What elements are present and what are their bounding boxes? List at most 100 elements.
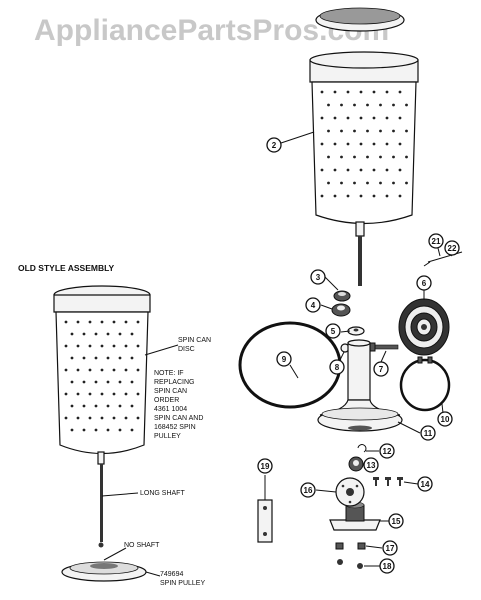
long-shaft-label: LONG SHAFT	[140, 490, 185, 497]
part-16-hub	[335, 477, 365, 507]
callout-circle	[379, 558, 395, 574]
callout-circle	[444, 240, 460, 256]
callout-circle	[437, 411, 453, 427]
callout-21: 21	[428, 233, 444, 249]
perforation-hole	[100, 320, 104, 324]
part-14-screws	[373, 477, 403, 486]
perforation-hole	[100, 392, 104, 396]
callout-8: 8	[329, 359, 345, 375]
callout-number: 17	[386, 544, 395, 553]
perforation-hole	[353, 155, 356, 159]
callout-17: 17	[382, 540, 398, 556]
spin-can-label-2: DISC	[178, 346, 195, 353]
perforation-hole	[372, 168, 376, 172]
callout-9: 9	[276, 351, 292, 367]
callout-number: 22	[448, 244, 457, 253]
perforation-hole	[76, 320, 80, 324]
perforation-hole	[359, 194, 363, 198]
part-7-bolt	[369, 342, 399, 352]
perforation-hole	[76, 368, 80, 372]
part-17-clips	[335, 542, 366, 550]
perforation-hole	[392, 155, 395, 159]
callout-circle	[305, 297, 321, 313]
callout-10: 10	[437, 411, 453, 427]
perforation-hole	[118, 428, 122, 432]
callout-14: 14	[417, 476, 433, 492]
perforation-hole	[112, 320, 116, 324]
callout-number: 4	[311, 301, 316, 310]
perforation-hole	[130, 428, 134, 432]
perforation-hole	[82, 428, 86, 432]
callout-circle	[276, 351, 292, 367]
perforation-hole	[366, 129, 369, 133]
no-shaft-label: NO SHAFT	[124, 542, 160, 549]
perforation-hole	[124, 344, 128, 348]
callout-circle	[373, 361, 389, 377]
perforation-hole	[124, 416, 128, 420]
note-line: SPIN CAN AND	[154, 415, 203, 422]
perforation-hole	[359, 116, 363, 120]
perforation-hole	[94, 332, 98, 336]
perforation-hole	[346, 194, 350, 198]
part-18-screws	[337, 559, 363, 569]
callout-number: 7	[379, 365, 384, 374]
perforation-hole	[82, 380, 86, 384]
callout-15: 15	[388, 513, 404, 529]
perforation-hole	[346, 90, 350, 94]
perforation-hole	[136, 368, 140, 372]
perforation-hole	[70, 428, 74, 432]
perforation-hole	[405, 181, 408, 185]
spin-can-perforations	[320, 90, 408, 198]
perforation-hole	[372, 116, 376, 120]
perforation-hole	[398, 142, 402, 146]
perforation-hole	[118, 356, 122, 360]
callout-circle	[325, 323, 341, 339]
perforation-hole	[366, 155, 369, 159]
perforation-hole	[353, 181, 356, 185]
perforation-hole	[70, 356, 74, 360]
callout-number: 12	[383, 447, 392, 456]
perforation-hole	[76, 392, 80, 396]
callout-number: 11	[424, 429, 433, 438]
part-15-housing	[329, 501, 381, 531]
spin-can-new	[309, 51, 419, 286]
callout-5: 5	[325, 323, 341, 339]
perforation-hole	[340, 155, 343, 159]
perforation-hole	[320, 116, 324, 120]
spin-can-old	[53, 285, 151, 548]
perforation-hole	[94, 428, 98, 432]
perforation-hole	[353, 129, 356, 133]
callout-number: 10	[441, 415, 450, 424]
part-10-ring	[399, 356, 451, 412]
perforation-hole	[124, 392, 128, 396]
note-line: SPIN CAN	[154, 388, 187, 395]
perforation-hole	[100, 344, 104, 348]
callout-4: 4	[305, 297, 321, 313]
perforation-hole	[327, 129, 330, 133]
perforation-hole	[88, 416, 92, 420]
perforation-hole	[320, 142, 324, 146]
perforation-hole	[70, 380, 74, 384]
callout-number: 15	[392, 517, 401, 526]
perforation-hole	[130, 404, 134, 408]
perforation-hole	[106, 356, 110, 360]
perforation-hole	[64, 320, 68, 324]
perforation-hole	[112, 368, 116, 372]
callout-18: 18	[379, 558, 395, 574]
note-line: 168452 SPIN	[154, 424, 196, 431]
perforation-hole	[392, 129, 395, 133]
perforation-hole	[392, 103, 395, 107]
perforation-hole	[379, 181, 382, 185]
perforation-hole	[392, 181, 395, 185]
perforation-hole	[327, 103, 330, 107]
perforation-hole	[379, 103, 382, 107]
perforation-hole	[340, 103, 343, 107]
perforation-hole	[346, 142, 350, 146]
perforation-hole	[118, 332, 122, 336]
callout-number: 8	[335, 363, 340, 372]
perforation-hole	[76, 344, 80, 348]
callout-number: 2	[272, 141, 277, 150]
perforation-hole	[340, 129, 343, 133]
